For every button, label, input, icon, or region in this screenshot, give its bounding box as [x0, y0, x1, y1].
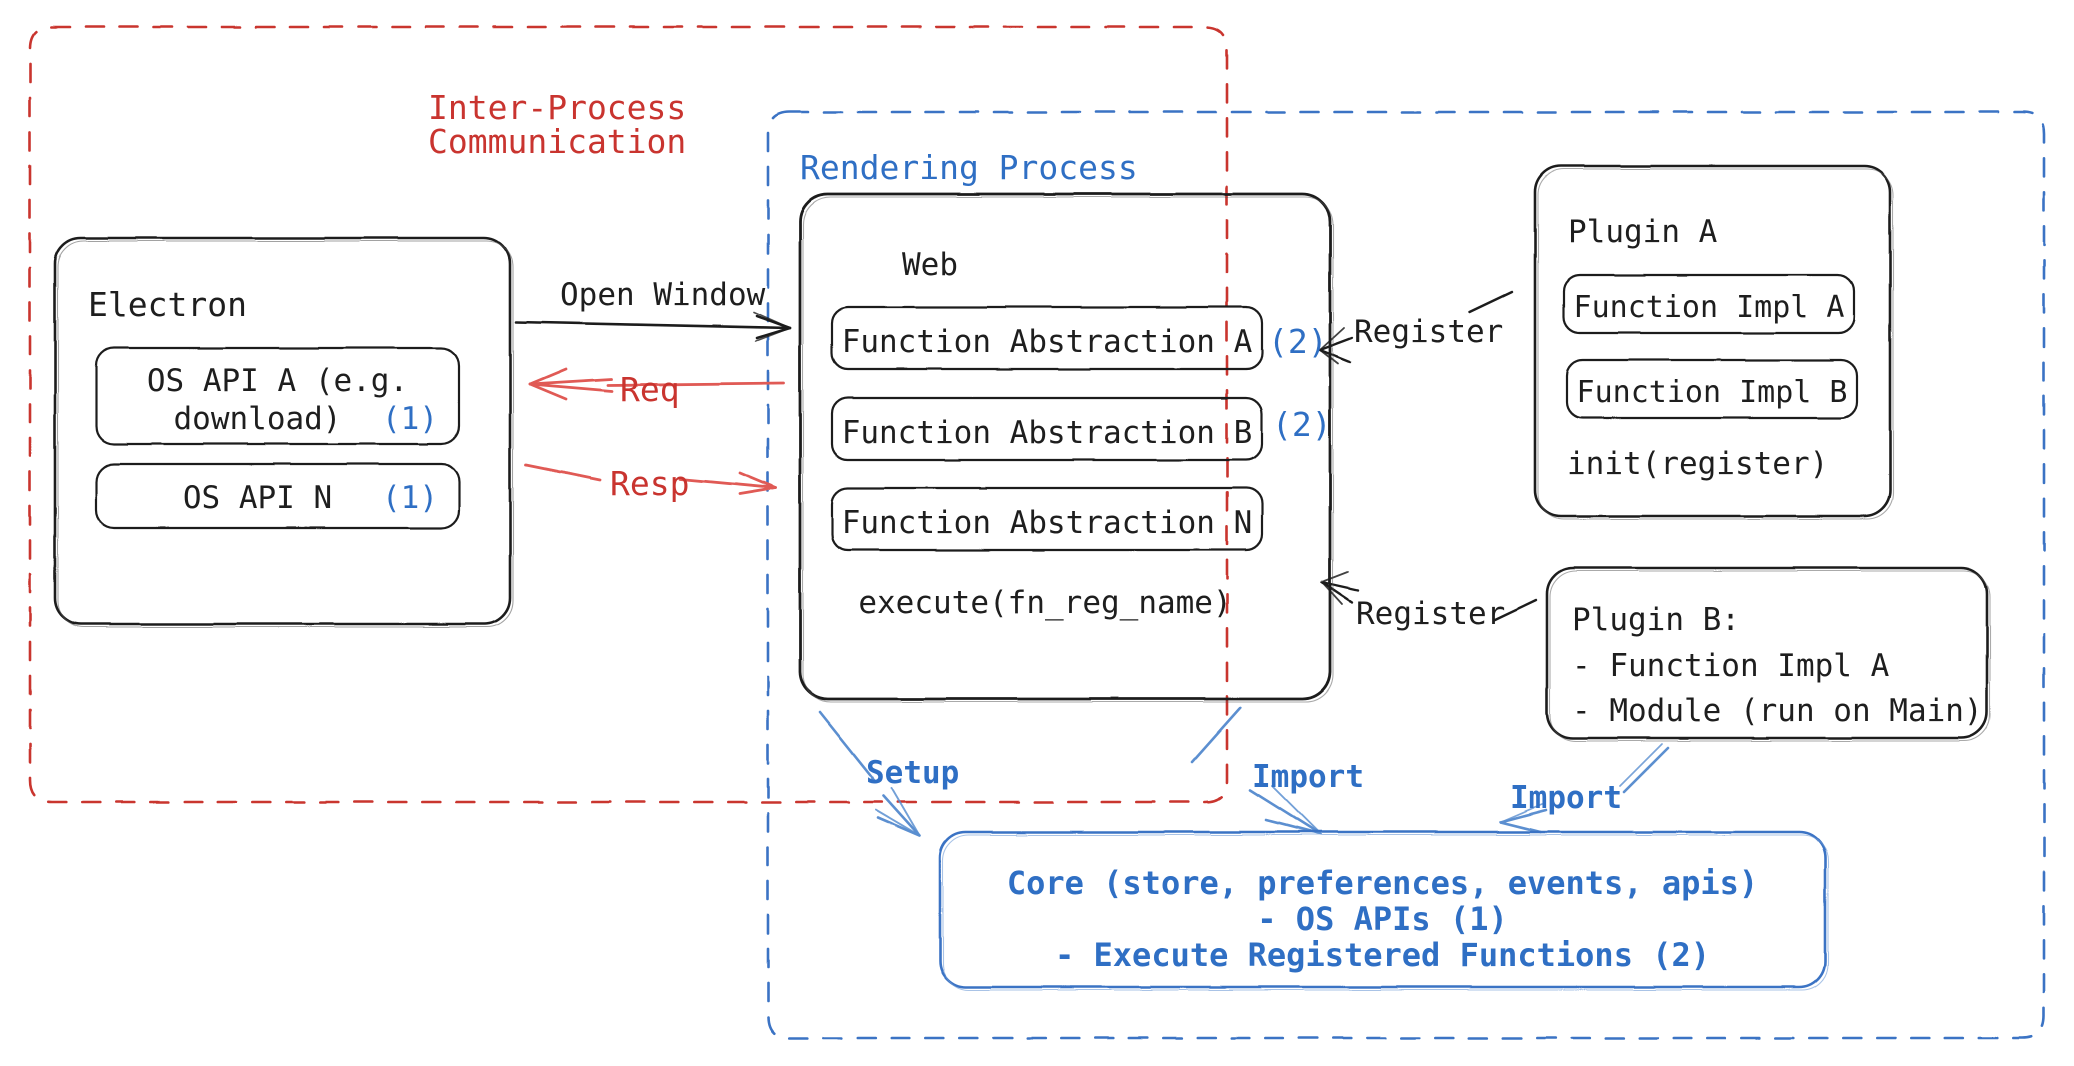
os-api-n-label: OS API N	[182, 480, 333, 516]
plugin-b-title: Plugin B:	[1572, 602, 1740, 638]
rendering-process-region-label: Rendering Process	[800, 148, 1138, 187]
function-abstraction-b-marker: (2)	[1272, 405, 1332, 444]
edge-req-label: Req	[620, 370, 680, 409]
function-impl-b-label: Function Impl B	[1576, 375, 1848, 410]
electron-box-title: Electron	[88, 285, 247, 324]
core-box-line-1: Core (store, preferences, events, apis)	[1006, 864, 1759, 902]
os-api-a-label-line2: download)	[173, 401, 342, 437]
edge-register-plugin-a-label: Register	[1354, 314, 1504, 350]
os-api-a-label-line1: OS API A (e.g.	[146, 363, 409, 399]
edge-resp-label: Resp	[610, 464, 690, 503]
core-box-line-3: - Execute Registered Functions (2)	[1054, 936, 1711, 974]
ipc-region-label-line2: Communication	[428, 122, 687, 161]
plugin-b-line-1: - Function Impl A	[1572, 648, 1890, 684]
function-abstraction-b-label: Function Abstraction B	[841, 415, 1253, 451]
plugin-a-footer: init(register)	[1567, 446, 1829, 482]
function-abstraction-a-marker: (2)	[1268, 322, 1328, 361]
plugin-b-line-2: - Module (run on Main)	[1572, 693, 1983, 729]
web-box-footer: execute(fn_reg_name)	[858, 585, 1232, 621]
web-box-title: Web	[902, 247, 958, 283]
plugin-a-title: Plugin A	[1568, 214, 1718, 250]
function-abstraction-n-label: Function Abstraction N	[841, 505, 1253, 541]
edge-import-plugin-b-label: Import	[1510, 780, 1622, 816]
function-impl-a-label: Function Impl A	[1573, 290, 1845, 325]
os-api-a-marker: (1)	[382, 401, 438, 437]
core-box-line-2: - OS APIs (1)	[1257, 900, 1508, 938]
os-api-n-marker: (1)	[382, 480, 438, 516]
edge-open-window-arrow	[514, 311, 792, 342]
ipc-region-label-line1: Inter-Process	[428, 88, 687, 127]
edge-register-plugin-b-label: Register	[1356, 596, 1506, 632]
edge-setup-label: Setup	[866, 755, 960, 791]
edge-open-window-label: Open Window	[560, 277, 766, 313]
edge-import-web-label: Import	[1252, 759, 1364, 795]
function-abstraction-a-label: Function Abstraction A	[841, 324, 1253, 360]
